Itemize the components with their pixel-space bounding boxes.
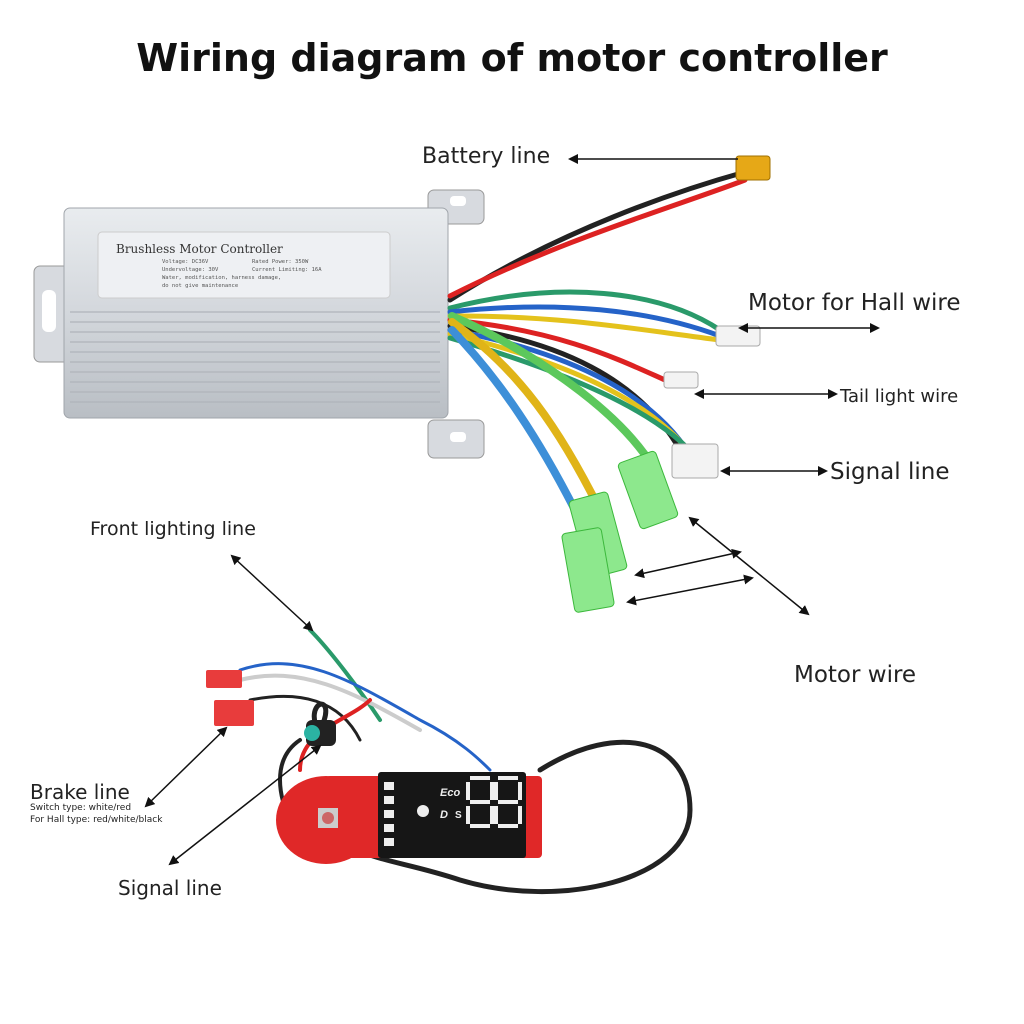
label-brake-switch-type: Switch type: white/red <box>30 803 132 813</box>
label-signal-line-top: Signal line <box>830 459 950 485</box>
controller-warning: do not give maintenance <box>162 283 238 289</box>
hall-connector <box>715 325 761 347</box>
brake-connector <box>206 670 242 688</box>
tail-light-connector <box>663 371 699 389</box>
controller-rated-power: Rated Power: 350W <box>252 259 309 265</box>
diagram-title: Wiring diagram of motor controller <box>136 36 888 80</box>
controller-box <box>33 189 485 459</box>
label-hall-wire: Motor for Hall wire <box>748 290 961 316</box>
xt60-battery-connector <box>735 155 771 181</box>
display-sport: S <box>455 810 462 821</box>
display-gear: D <box>440 809 448 821</box>
controller-name: Brushless Motor Controller <box>116 242 283 256</box>
motor-phase-connector <box>561 527 615 613</box>
brake-connector <box>214 700 254 726</box>
controller-wires <box>447 169 748 524</box>
controller-warning: Water, modification, harness damage, <box>162 275 281 281</box>
label-brake-hall-type: For Hall type: red/white/black <box>30 815 163 825</box>
label-motor-wire: Motor wire <box>794 662 917 688</box>
label-front-lighting: Front lighting line <box>90 518 256 540</box>
controller-current-limit: Current Limiting: 16A <box>252 267 322 273</box>
dashboard-display <box>276 772 542 864</box>
connectors <box>561 155 771 613</box>
display-mode: Eco <box>440 787 460 799</box>
signal-connector <box>671 443 719 479</box>
controller-voltage: Voltage: DC36V <box>162 259 209 265</box>
label-brake-line: Brake line <box>30 780 130 804</box>
controller-undervoltage: Undervoltage: 30V <box>162 267 219 273</box>
label-tail-light-wire: Tail light wire <box>840 386 959 407</box>
label-battery-line: Battery line <box>422 144 551 169</box>
label-signal-line-bottom: Signal line <box>118 876 222 900</box>
pointer-arrows <box>144 154 880 866</box>
motor-phase-connector <box>617 450 679 530</box>
